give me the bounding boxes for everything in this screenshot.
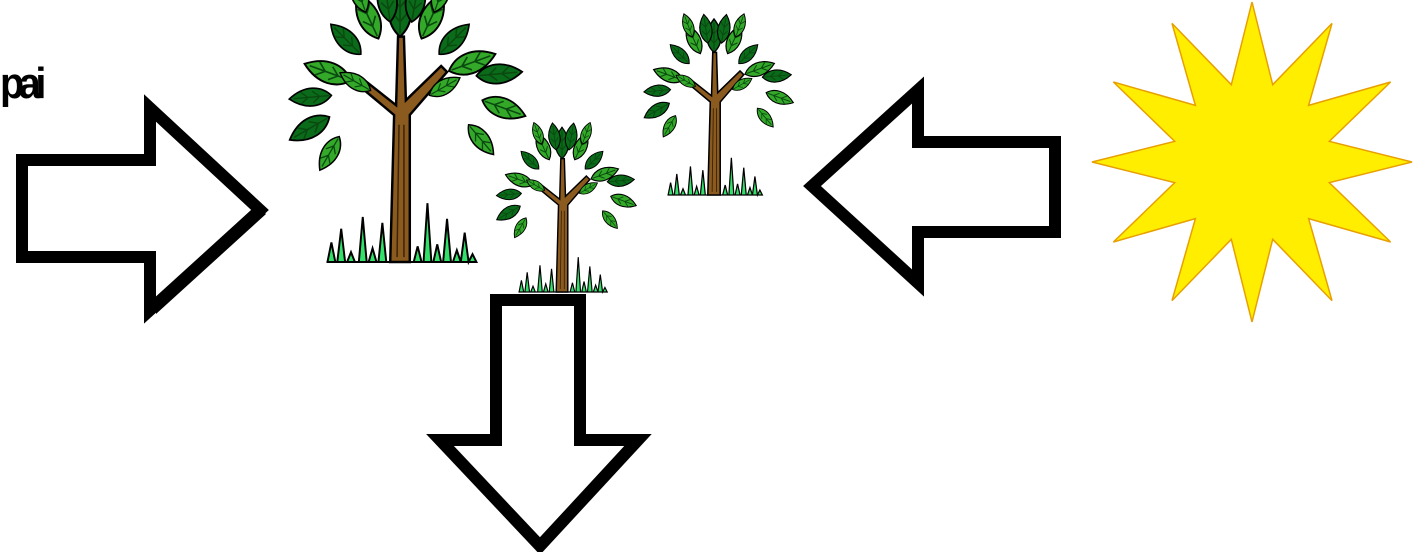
leaf-icon	[609, 191, 638, 211]
leaf-icon	[462, 120, 499, 160]
leaf-icon	[599, 208, 621, 232]
down-arrow-icon	[440, 300, 642, 550]
leaf-icon	[659, 113, 680, 139]
leaf-icon	[313, 133, 346, 175]
leaf-icon	[479, 91, 529, 125]
leaf-icon	[753, 105, 777, 130]
left-arrow-icon	[812, 90, 1059, 287]
leaf-icon	[510, 215, 530, 240]
small-tree-icon	[494, 121, 638, 292]
right-arrow-icon	[22, 108, 266, 314]
leaf-icon	[496, 188, 522, 201]
leaf-icon	[288, 87, 332, 108]
leaf-icon	[764, 87, 795, 108]
small-tree-icon	[641, 12, 795, 195]
sun-icon	[1092, 2, 1412, 322]
leaf-icon	[643, 84, 671, 97]
large-tree-icon	[285, 0, 529, 262]
